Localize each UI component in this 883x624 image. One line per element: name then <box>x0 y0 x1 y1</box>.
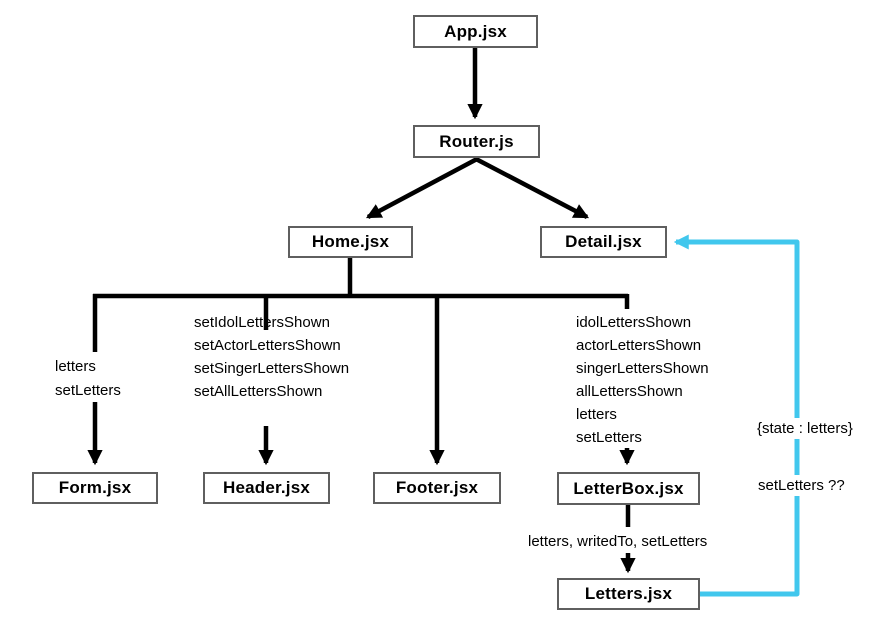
edge-router-home <box>365 157 479 219</box>
label-setletters-question: setLetters ?? <box>754 475 849 496</box>
node-home-jsx: Home.jsx <box>288 226 413 258</box>
node-letterbox-jsx: LetterBox.jsx <box>557 472 700 505</box>
node-form-jsx: Form.jsx <box>32 472 158 504</box>
node-letters-jsx: Letters.jsx <box>557 578 700 610</box>
node-header-jsx: Header.jsx <box>203 472 330 504</box>
edge-router-detail <box>474 157 590 219</box>
label-header-props: setIdolLettersShown setActorLettersShown… <box>194 314 350 400</box>
label-state-letters: {state : letters} <box>753 418 857 439</box>
node-router-js: Router.js <box>413 125 540 158</box>
node-app-jsx: App.jsx <box>413 15 538 48</box>
label-letters-props: letters, writedTo, setLetters <box>528 533 708 550</box>
label-form-props: letters setLetters <box>55 358 121 399</box>
node-footer-jsx: Footer.jsx <box>373 472 501 504</box>
node-detail-jsx: Detail.jsx <box>540 226 667 258</box>
label-letterbox-props: idolLettersShown actorLettersShown singe… <box>576 314 709 446</box>
